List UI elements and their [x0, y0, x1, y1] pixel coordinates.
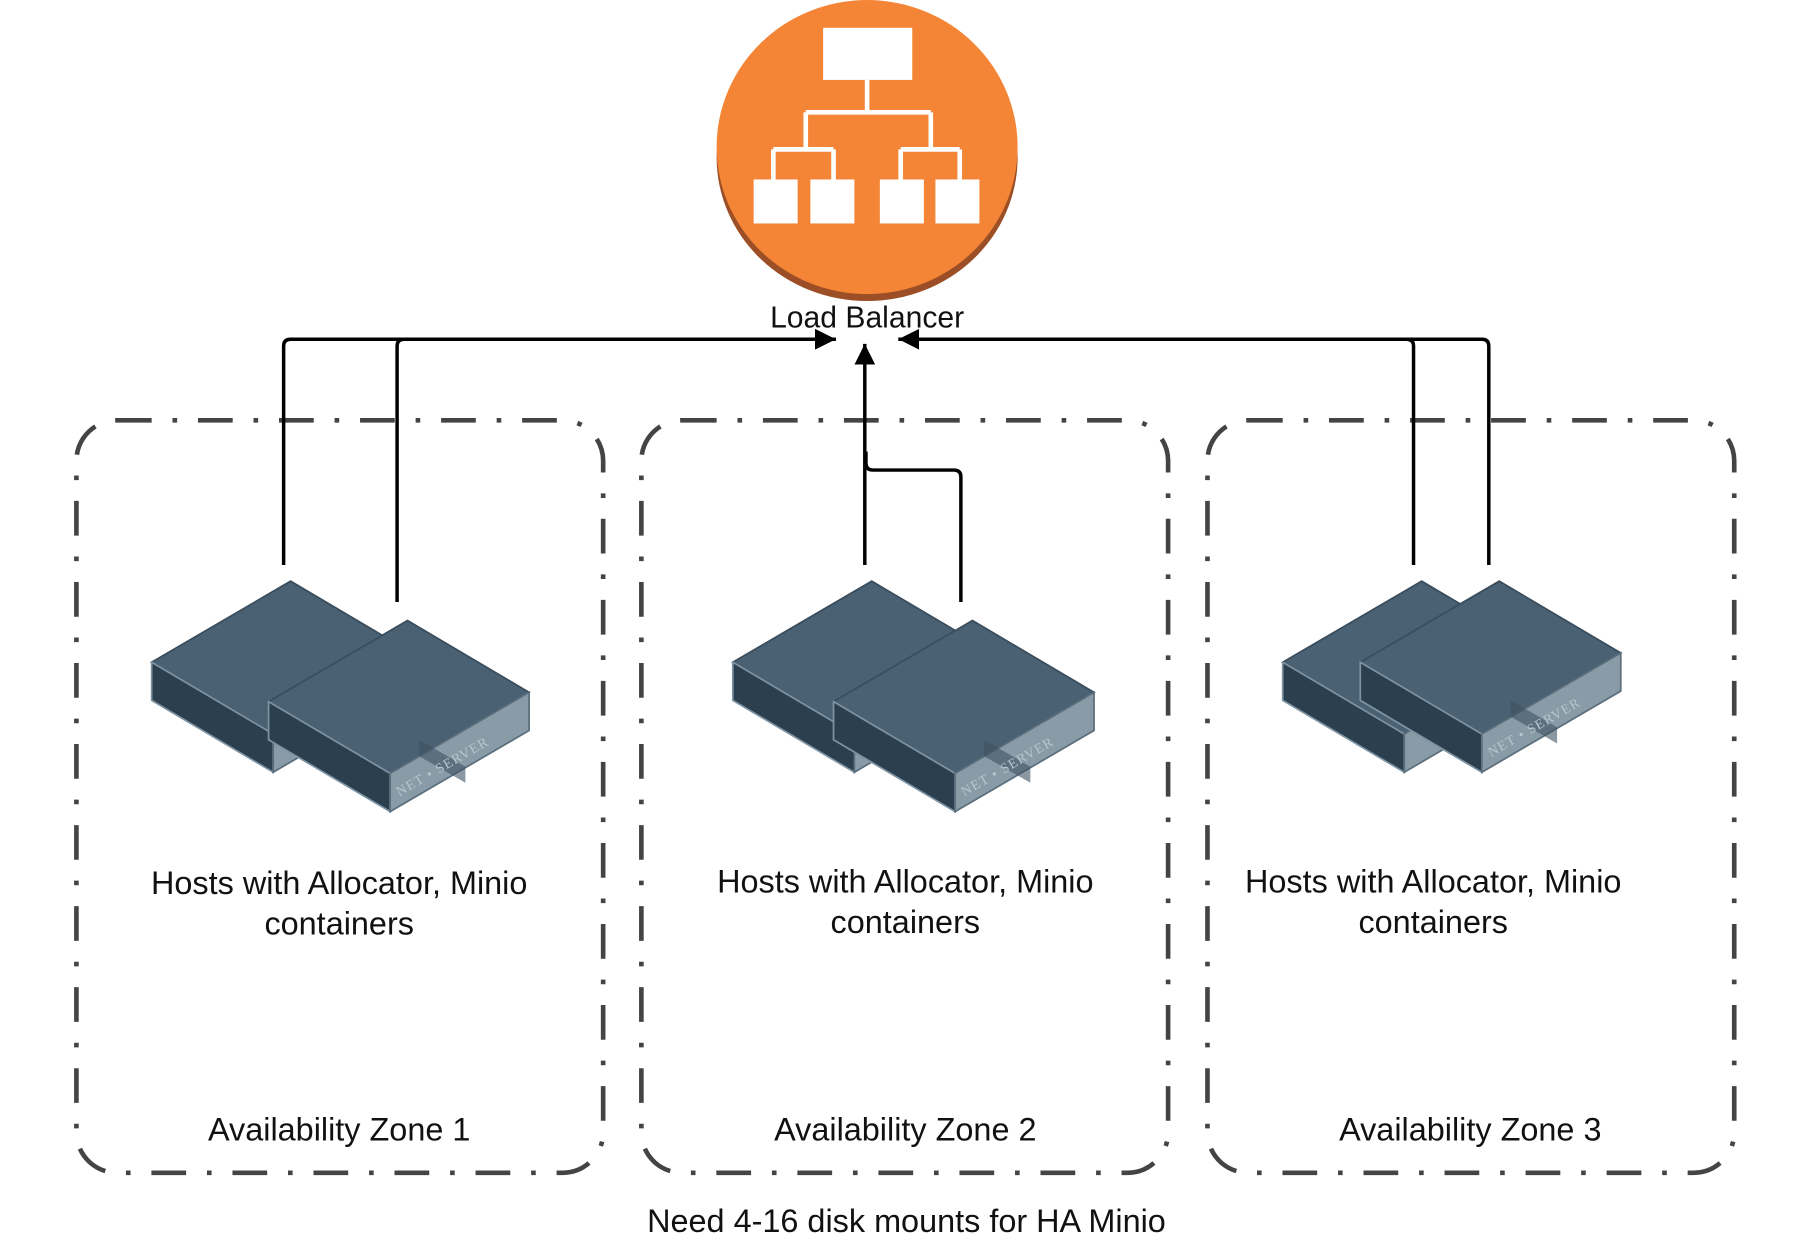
zone-1-hosts-text-2: containers [264, 905, 414, 941]
footer-note: Need 4-16 disk mounts for HA Minio [647, 1203, 1166, 1239]
load-balancer-label: Load Balancer [770, 302, 964, 335]
connector-z1b [395, 337, 836, 603]
zone-2-label: Availability Zone 2 [774, 1111, 1036, 1147]
zone-1-label: Availability Zone 1 [208, 1111, 470, 1147]
server-group-zone-1: NET • SERVER [150, 580, 530, 813]
zone-1-boundary [74, 417, 606, 1176]
zone-3-label: Availability Zone 3 [1339, 1111, 1601, 1147]
load-balancer-icon[interactable] [716, 0, 1018, 302]
connector-z1a [281, 328, 836, 565]
zone-3-hosts-text-2: containers [1358, 904, 1508, 940]
connector-z3a [898, 328, 1416, 565]
zone-2-hosts-text-2: containers [831, 904, 981, 940]
server-group-zone-2: NET • SERVER [731, 580, 1095, 813]
connector-z2b [864, 451, 963, 603]
zone-3-boundary [1205, 417, 1737, 1176]
zone-3-hosts-text: Hosts with Allocator, Minio [1245, 864, 1621, 900]
zone-2-hosts-text: Hosts with Allocator, Minio [717, 864, 1093, 900]
connectors [281, 328, 1491, 603]
server-group-zone-3: NET • SERVER [1281, 580, 1622, 774]
zone-2-boundary [639, 417, 1171, 1176]
zone-1-hosts-text: Hosts with Allocator, Minio [151, 865, 527, 901]
connector-z3b [898, 337, 1491, 565]
